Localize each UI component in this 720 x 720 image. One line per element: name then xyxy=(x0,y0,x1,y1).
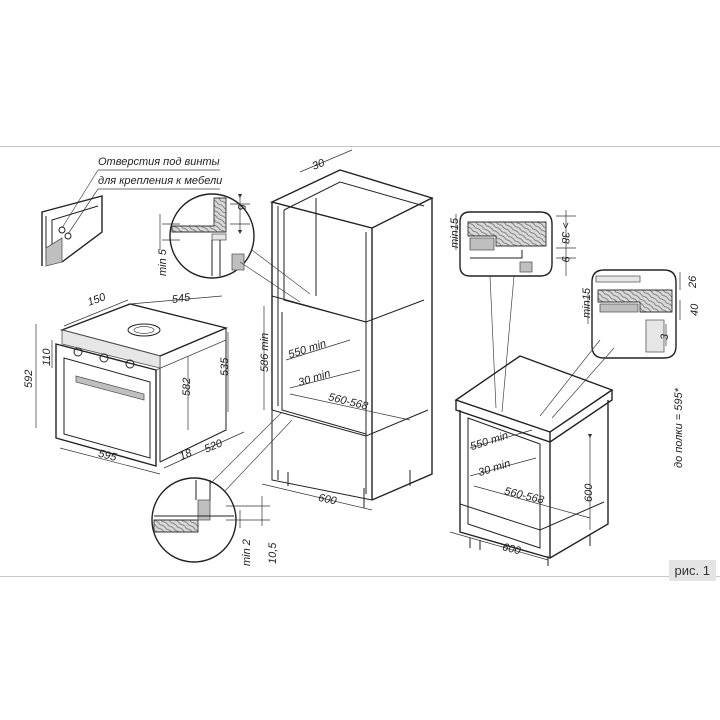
detail-bl-height: 10,5 xyxy=(267,542,279,564)
oven-dim-18: 18 xyxy=(178,447,195,463)
oven-dim-595: 595 xyxy=(97,448,119,464)
detail-top-left: 5 min 5 xyxy=(157,193,311,303)
note-line-2: для крепления к мебели xyxy=(98,175,222,187)
detail-r2-40: 40 xyxy=(689,303,701,316)
detail-r1-38: > 38 xyxy=(559,222,571,245)
tall-dim-586: 586 min xyxy=(259,333,271,372)
oven-dim-110: 110 xyxy=(41,348,53,366)
tall-dim-560: 560-568 xyxy=(327,391,370,413)
detail-bottom-left: min 2 10,5 xyxy=(151,411,293,566)
base-dim-30min: 30 min xyxy=(477,458,512,480)
oven-drawing: 150 545 592 110 582 535 595 18 520 xyxy=(23,291,245,475)
tall-dim-30: 30 xyxy=(311,157,328,173)
oven-dim-582: 582 xyxy=(181,378,193,396)
oven-dim-150: 150 xyxy=(86,291,108,309)
detail-r2-note: до полки = 595* xyxy=(673,387,685,468)
top-divider xyxy=(0,146,720,147)
detail-r2-26: 26 xyxy=(687,275,699,289)
oven-dim-535: 535 xyxy=(219,357,231,376)
oven-dim-592: 592 xyxy=(23,370,35,388)
bottom-divider xyxy=(0,576,720,577)
tall-dim-600: 600 xyxy=(317,492,338,508)
figure-label: рис. 1 xyxy=(668,560,716,581)
screw-holes-note: Отверстия под винты для крепления к мебе… xyxy=(41,156,222,267)
detail-r1-9: 9 xyxy=(559,256,571,262)
tall-dim-30min: 30 min xyxy=(297,368,332,390)
detail-bl-min: min 2 xyxy=(241,539,253,566)
oven-dim-545: 545 xyxy=(171,292,192,307)
base-dim-550: 550 min xyxy=(469,430,510,454)
base-dim-600w: 600 xyxy=(501,541,523,557)
detail-r2-3: 3 xyxy=(659,333,671,340)
tall-cabinet: 30 586 min 550 min 30 min 560-568 600 xyxy=(259,149,434,511)
detail-right-1: min15 > 38 9 xyxy=(449,210,576,413)
detail-tl-gap: 5 xyxy=(235,204,247,211)
detail-right-2: 26 40 3 min15 до полки = 595* xyxy=(539,269,701,468)
detail-r2-min: min15 xyxy=(581,287,593,318)
note-line-1: Отверстия под винты xyxy=(98,156,220,168)
detail-r1-min: min15 xyxy=(449,217,461,248)
base-dim-600h: 600 xyxy=(583,483,595,502)
detail-tl-min: min 5 xyxy=(157,248,169,276)
tall-dim-550: 550 min xyxy=(287,338,328,362)
base-cabinet: 550 min 30 min 560-568 600 600 xyxy=(449,355,614,566)
